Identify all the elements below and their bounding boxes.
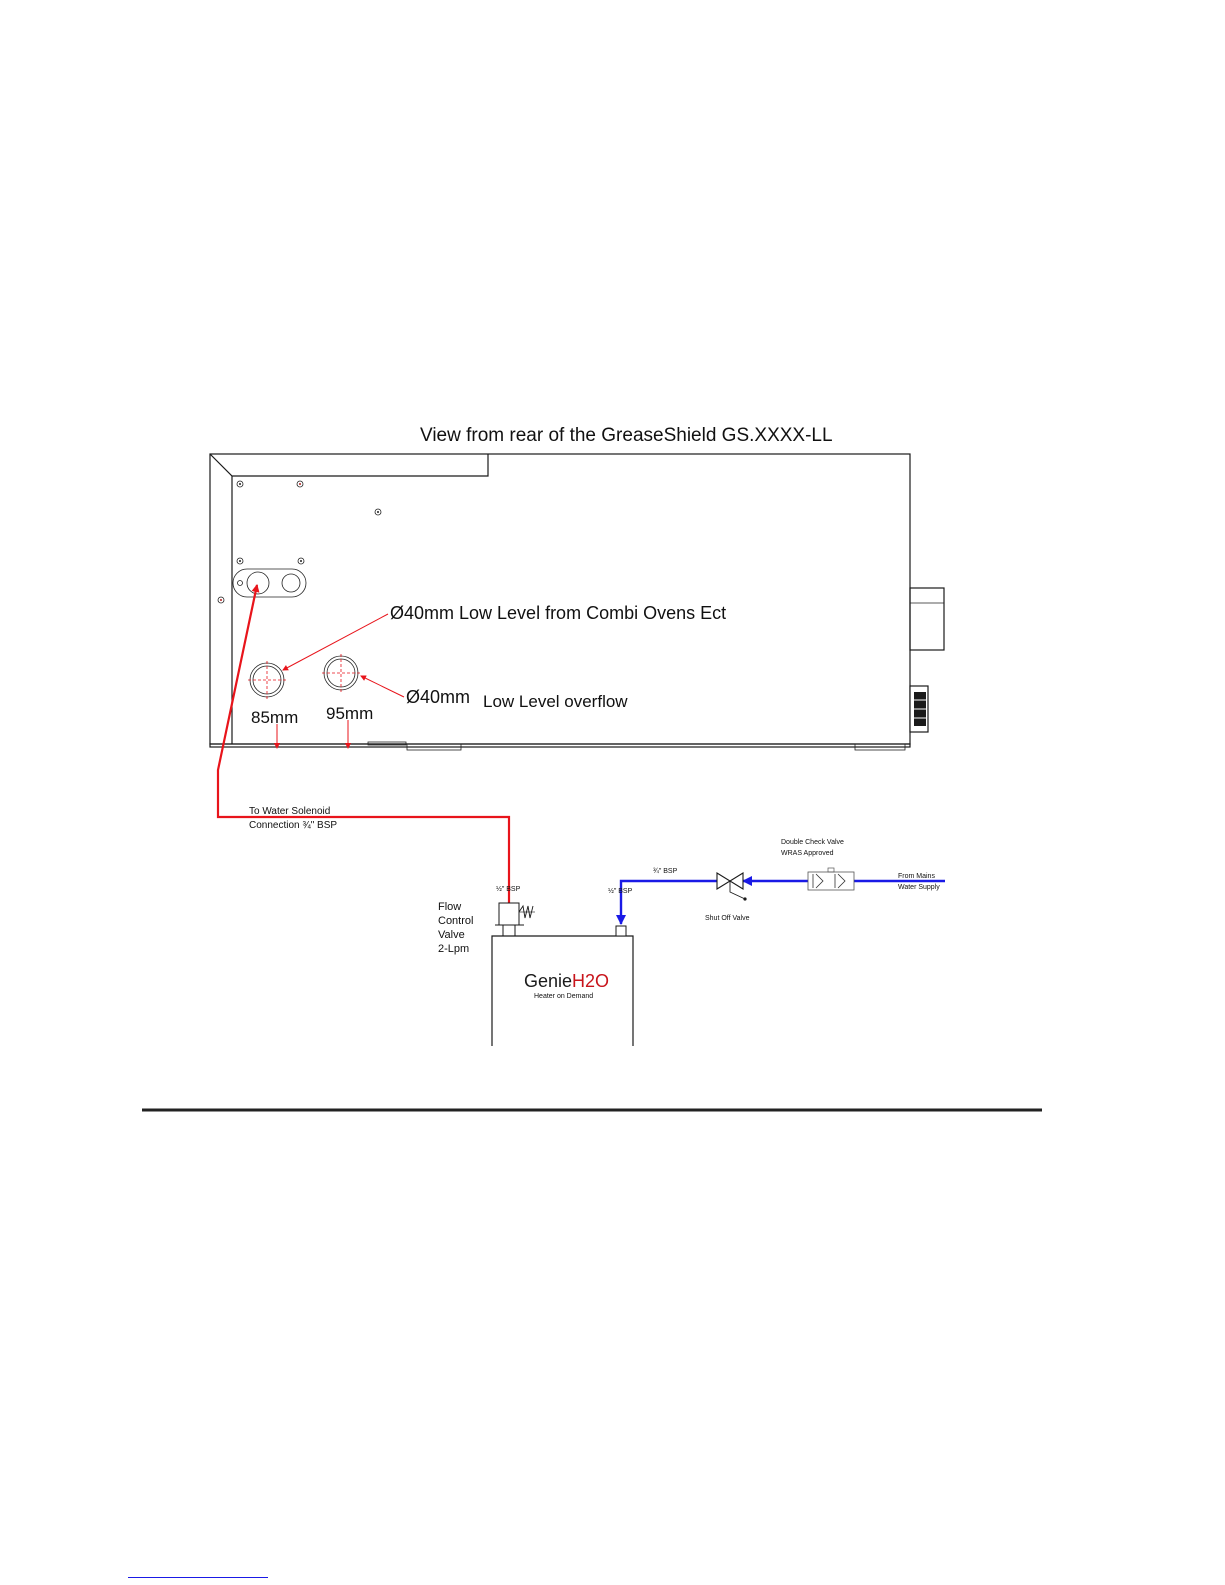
genie-heater: GenieH2O Heater on Demand: [492, 926, 633, 1046]
diagram-title: View from rear of the GreaseShield GS.XX…: [420, 425, 833, 446]
overflow-label: Low Level overflow: [483, 692, 628, 711]
mains-label-line2: Water Supply: [898, 884, 940, 891]
side-gland-icon: [910, 686, 928, 732]
solenoid-label-line1: To Water Solenoid: [249, 806, 330, 817]
bsp-half-right-label: ½" BSP: [608, 887, 633, 895]
centre-marks: [248, 654, 360, 699]
shut-off-valve-label: Shut Off Valve: [705, 915, 750, 922]
mains-label-line1: From Mains: [898, 873, 935, 880]
unit-base: [210, 744, 910, 747]
inlet-label: Ø40mm Low Level from Combi Ovens Ect: [390, 603, 726, 623]
lid-panel: [210, 454, 488, 476]
footer-link-underline[interactable]: [128, 1577, 268, 1578]
heater-subtitle: Heater on Demand: [534, 993, 593, 1000]
flow-label-2: Control: [438, 915, 473, 927]
overflow-leader: [361, 676, 404, 697]
inlet-plate: [233, 569, 306, 597]
double-check-label-line2: WRAS Approved: [781, 850, 834, 857]
dim-85-label: 85mm: [251, 708, 298, 727]
side-fitting-box: [910, 588, 944, 650]
dim-95-label: 95mm: [326, 704, 373, 723]
overflow-size-label: Ø40mm: [406, 687, 470, 707]
bsp-three-quarter-label: ¾" BSP: [653, 868, 678, 875]
double-check-label-line1: Double Check Valve: [781, 839, 844, 846]
heater-inlet: [616, 926, 626, 936]
flow-label-4: 2-Lpm: [438, 943, 469, 955]
inlet-leader: [283, 614, 388, 670]
bsp-half-left-label: ½" BSP: [496, 885, 521, 893]
double-check-valve-icon: [808, 868, 854, 890]
shut-off-valve-icon: [717, 873, 747, 901]
flow-label-3: Valve: [438, 929, 465, 941]
solenoid-label-line2: Connection ¾" BSP: [249, 820, 337, 831]
heater-brand: GenieH2O: [524, 971, 609, 991]
flow-label-1: Flow: [438, 901, 461, 913]
plate-hole: [282, 574, 300, 592]
heater-body: [492, 936, 633, 1046]
flow-control-valve-icon: [495, 903, 535, 936]
inlet-hole: [247, 572, 269, 594]
cold-water-line: [621, 881, 717, 924]
plate-bolt-icon: [238, 581, 243, 586]
